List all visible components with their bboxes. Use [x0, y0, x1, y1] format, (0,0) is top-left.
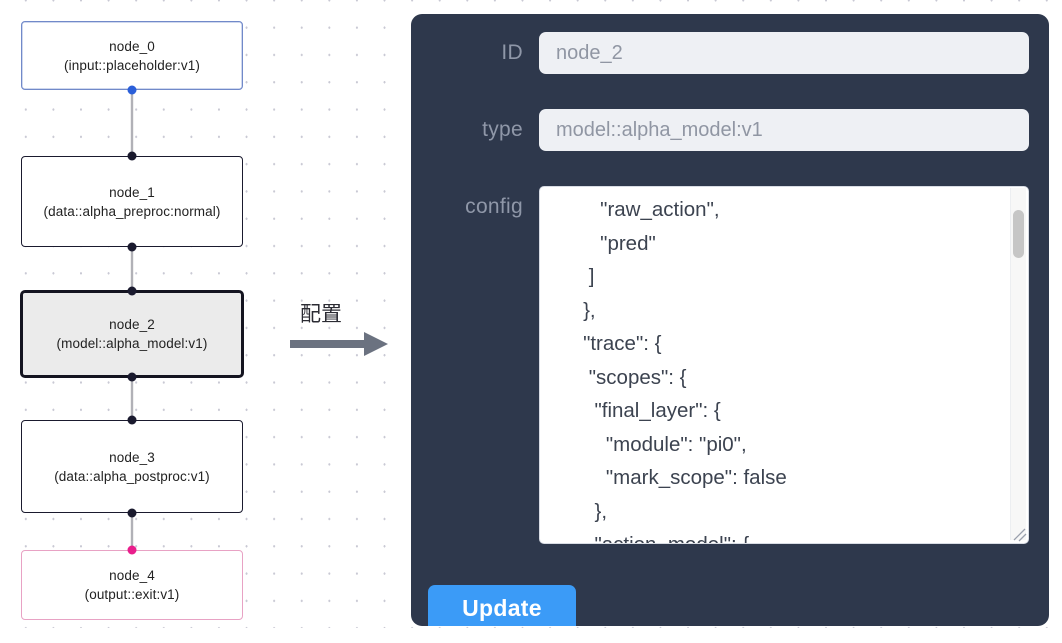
page-bottom-strip [0, 628, 1062, 643]
field-row-type: type [427, 109, 1029, 151]
id-input[interactable] [539, 32, 1029, 74]
config-editor-wrap [539, 186, 1029, 544]
field-row-config: config [427, 186, 1029, 544]
flow-canvas[interactable]: node_0(input::placeholder:v1) node_1(dat… [0, 0, 1062, 628]
field-row-id: ID [427, 32, 1029, 74]
annotation-arrow-group: 配置 [290, 298, 396, 360]
flow-node-label: node_1(data::alpha_preproc:normal) [43, 184, 221, 219]
handle-target-node_2[interactable] [127, 286, 137, 296]
config-scrollbar[interactable] [1010, 188, 1026, 540]
arrow-right-icon [290, 332, 388, 356]
node-config-panel: ID type config Update [411, 14, 1049, 626]
annotation-caption: 配置 [300, 302, 342, 326]
flow-node-label: node_2(model::alpha_model:v1) [56, 317, 208, 351]
update-button[interactable]: Update [428, 585, 576, 626]
handle-source-node_2[interactable] [127, 372, 137, 382]
flow-node-label: node_0(input::placeholder:v1) [64, 38, 200, 73]
type-label: type [482, 118, 523, 141]
config-scrollbar-thumb[interactable] [1013, 210, 1024, 258]
type-input[interactable] [539, 109, 1029, 151]
flow-node-label: node_3(data::alpha_postproc:v1) [54, 449, 210, 484]
config-label: config [465, 195, 523, 218]
flow-node-node_0[interactable]: node_0(input::placeholder:v1) [21, 21, 243, 90]
flow-node-node_3[interactable]: node_3(data::alpha_postproc:v1) [21, 420, 243, 513]
handle-source-node_3[interactable] [127, 508, 137, 518]
id-label: ID [501, 41, 523, 64]
flow-node-label: node_4(output::exit:v1) [84, 568, 180, 602]
config-textarea[interactable] [539, 186, 1029, 544]
handle-source-node_1[interactable] [127, 242, 137, 252]
flow-node-node_4[interactable]: node_4(output::exit:v1) [21, 550, 243, 620]
handle-target-node_1[interactable] [127, 151, 137, 161]
handle-target-node_3[interactable] [127, 415, 137, 425]
flow-node-node_2[interactable]: node_2(model::alpha_model:v1) [21, 291, 243, 377]
flow-node-node_1[interactable]: node_1(data::alpha_preproc:normal) [21, 156, 243, 247]
handle-source-node_0[interactable] [127, 85, 137, 95]
handle-target-node_4[interactable] [127, 545, 137, 555]
